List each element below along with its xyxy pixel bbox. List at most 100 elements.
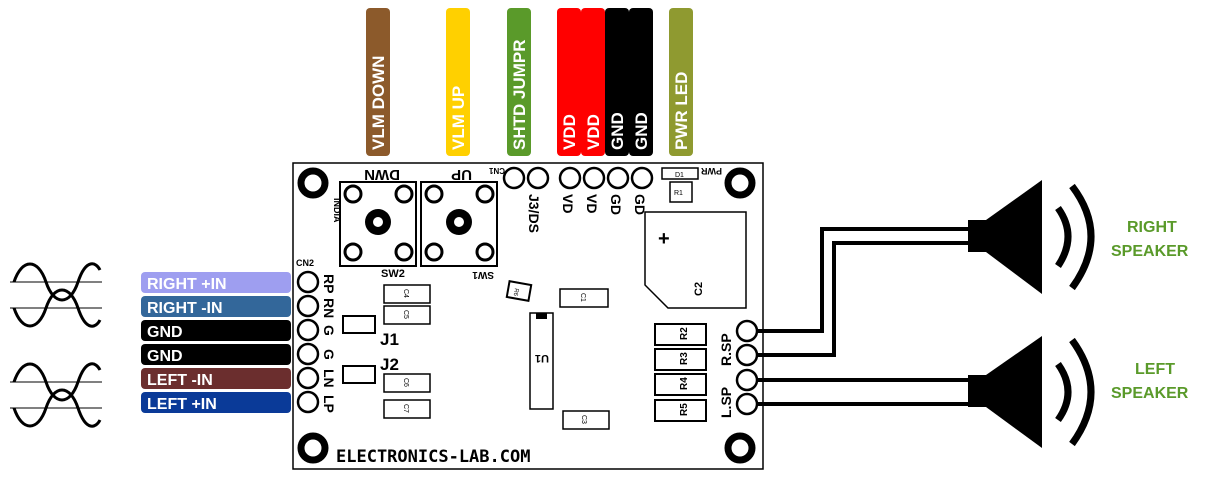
button-center-icon bbox=[452, 215, 466, 229]
speaker-left: LEFT SPEAKER bbox=[968, 336, 1189, 448]
dwn-label: DWN bbox=[364, 166, 400, 183]
cn2-pin-label: LN bbox=[321, 369, 337, 388]
c3-label: C3 bbox=[580, 415, 587, 424]
speaker-magnet-icon bbox=[968, 375, 986, 407]
wire-bar bbox=[557, 8, 581, 156]
pin-icon bbox=[296, 390, 320, 414]
sine-wave-icon bbox=[12, 288, 102, 328]
mounting-holes bbox=[297, 167, 756, 464]
capacitor-c6 bbox=[383, 373, 431, 393]
pin-icon bbox=[606, 166, 630, 190]
cn2-label: CN2 bbox=[296, 258, 314, 268]
pad-icon bbox=[394, 242, 414, 262]
d1-label: D1 bbox=[675, 172, 684, 179]
speaker-label: RIGHT bbox=[1127, 219, 1177, 236]
jumper-j1 bbox=[342, 315, 376, 334]
input-left-minus: LEFT -IN bbox=[141, 368, 291, 389]
resistor-r4 bbox=[654, 373, 707, 396]
mounting-hole-icon bbox=[724, 167, 756, 199]
c2-label: C2 bbox=[693, 282, 705, 296]
wire-label: GND bbox=[632, 112, 651, 150]
input-bar bbox=[141, 344, 291, 365]
pin-icon bbox=[735, 319, 759, 343]
speaker-label: LEFT bbox=[1135, 361, 1175, 378]
u1-label: U1 bbox=[535, 352, 549, 364]
cn1-pin-label: GD bbox=[632, 194, 648, 215]
button-center-icon bbox=[371, 215, 385, 229]
india-label: INDIA bbox=[332, 198, 342, 223]
wire-gnd-2: GND bbox=[629, 8, 653, 156]
sound-wave-icon bbox=[1069, 183, 1095, 291]
capacitor-c2: + C2 bbox=[644, 211, 747, 309]
input-bar bbox=[141, 320, 291, 341]
pin-icon bbox=[582, 166, 606, 190]
input-right-plus: RIGHT +IN bbox=[141, 272, 291, 293]
input-label: GND bbox=[147, 324, 183, 341]
sine-wave-icon bbox=[12, 262, 102, 302]
pin-icon bbox=[735, 343, 759, 367]
input-bar bbox=[141, 272, 291, 293]
pin-icon bbox=[296, 342, 320, 366]
input-label: LEFT +IN bbox=[147, 396, 217, 413]
lsp-label: L.SP bbox=[718, 387, 734, 418]
resistor-r2 bbox=[654, 323, 707, 346]
pin-icon bbox=[296, 366, 320, 390]
resistor-r5 bbox=[654, 399, 707, 422]
capacitor-c5 bbox=[383, 305, 431, 325]
sine-wave-icon bbox=[12, 362, 102, 402]
speaker-cone-icon bbox=[986, 336, 1042, 448]
pwr-led: PWR D1 R1 bbox=[661, 166, 722, 203]
pcb-board: DWN SW2 INDIA UP SW1 CN1 bbox=[292, 162, 764, 470]
j3ds-label: J3/DS bbox=[526, 194, 542, 233]
sine-waves bbox=[10, 262, 102, 428]
wire-bar bbox=[581, 8, 605, 156]
wire-label: VDD bbox=[584, 114, 603, 150]
capacitor-c1 bbox=[559, 288, 609, 308]
r6-label: R6 bbox=[512, 288, 519, 297]
sound-wave-icon bbox=[1055, 361, 1072, 423]
pin-icon bbox=[296, 294, 320, 318]
switch-sw1[interactable]: UP SW1 bbox=[420, 166, 498, 280]
switch-sw2[interactable]: DWN SW2 INDIA bbox=[332, 166, 417, 280]
capacitor-c4 bbox=[383, 284, 431, 304]
wire-label: VLM UP bbox=[449, 86, 468, 150]
wire-label: GND bbox=[608, 112, 627, 150]
cn2-pin-label: RN bbox=[321, 298, 337, 318]
resistor-r3 bbox=[654, 348, 707, 371]
pad-icon bbox=[424, 242, 444, 262]
input-label: GND bbox=[147, 348, 183, 365]
input-right-minus: RIGHT -IN bbox=[141, 296, 291, 317]
top-wire-labels: VLM DOWN VLM UP SHTD JUMPR VDD VDD GND G… bbox=[366, 8, 693, 156]
switch-body bbox=[420, 181, 498, 267]
pwr-label: PWR bbox=[701, 166, 722, 176]
wire-gnd-1: GND bbox=[605, 8, 629, 156]
pin-icon bbox=[296, 270, 320, 294]
r3-label: R3 bbox=[679, 352, 690, 365]
input-bar bbox=[141, 368, 291, 389]
wire-rsp-1 bbox=[757, 227, 970, 333]
j2-label: J2 bbox=[380, 355, 399, 374]
resistor-r6 bbox=[505, 280, 533, 302]
input-gnd-1: GND bbox=[141, 320, 291, 341]
capacitor-c3 bbox=[562, 410, 610, 430]
cn1-pin-label: VD bbox=[560, 194, 576, 213]
sine-wave-icon bbox=[12, 388, 102, 428]
pin-icon bbox=[558, 166, 582, 190]
pin-icon bbox=[735, 368, 759, 392]
resistor-r1 bbox=[669, 181, 693, 203]
wire-bar bbox=[446, 8, 470, 156]
cn1-pin-label: VD bbox=[584, 194, 600, 213]
wire-pwr-led: PWR LED bbox=[669, 8, 693, 156]
speaker-label: SPEAKER bbox=[1111, 243, 1189, 260]
c6-label: C6 bbox=[402, 378, 409, 387]
pin-icon bbox=[502, 166, 526, 190]
switch-body bbox=[339, 181, 417, 267]
speaker-wires bbox=[757, 227, 970, 406]
cn2-pin-label: LP bbox=[321, 395, 337, 413]
r4-label: R4 bbox=[679, 377, 690, 390]
j1-label: J1 bbox=[380, 330, 399, 349]
up-label: UP bbox=[451, 166, 472, 183]
jumper-j2 bbox=[342, 365, 376, 384]
small-caps bbox=[383, 284, 431, 419]
input-label: RIGHT -IN bbox=[147, 300, 223, 317]
